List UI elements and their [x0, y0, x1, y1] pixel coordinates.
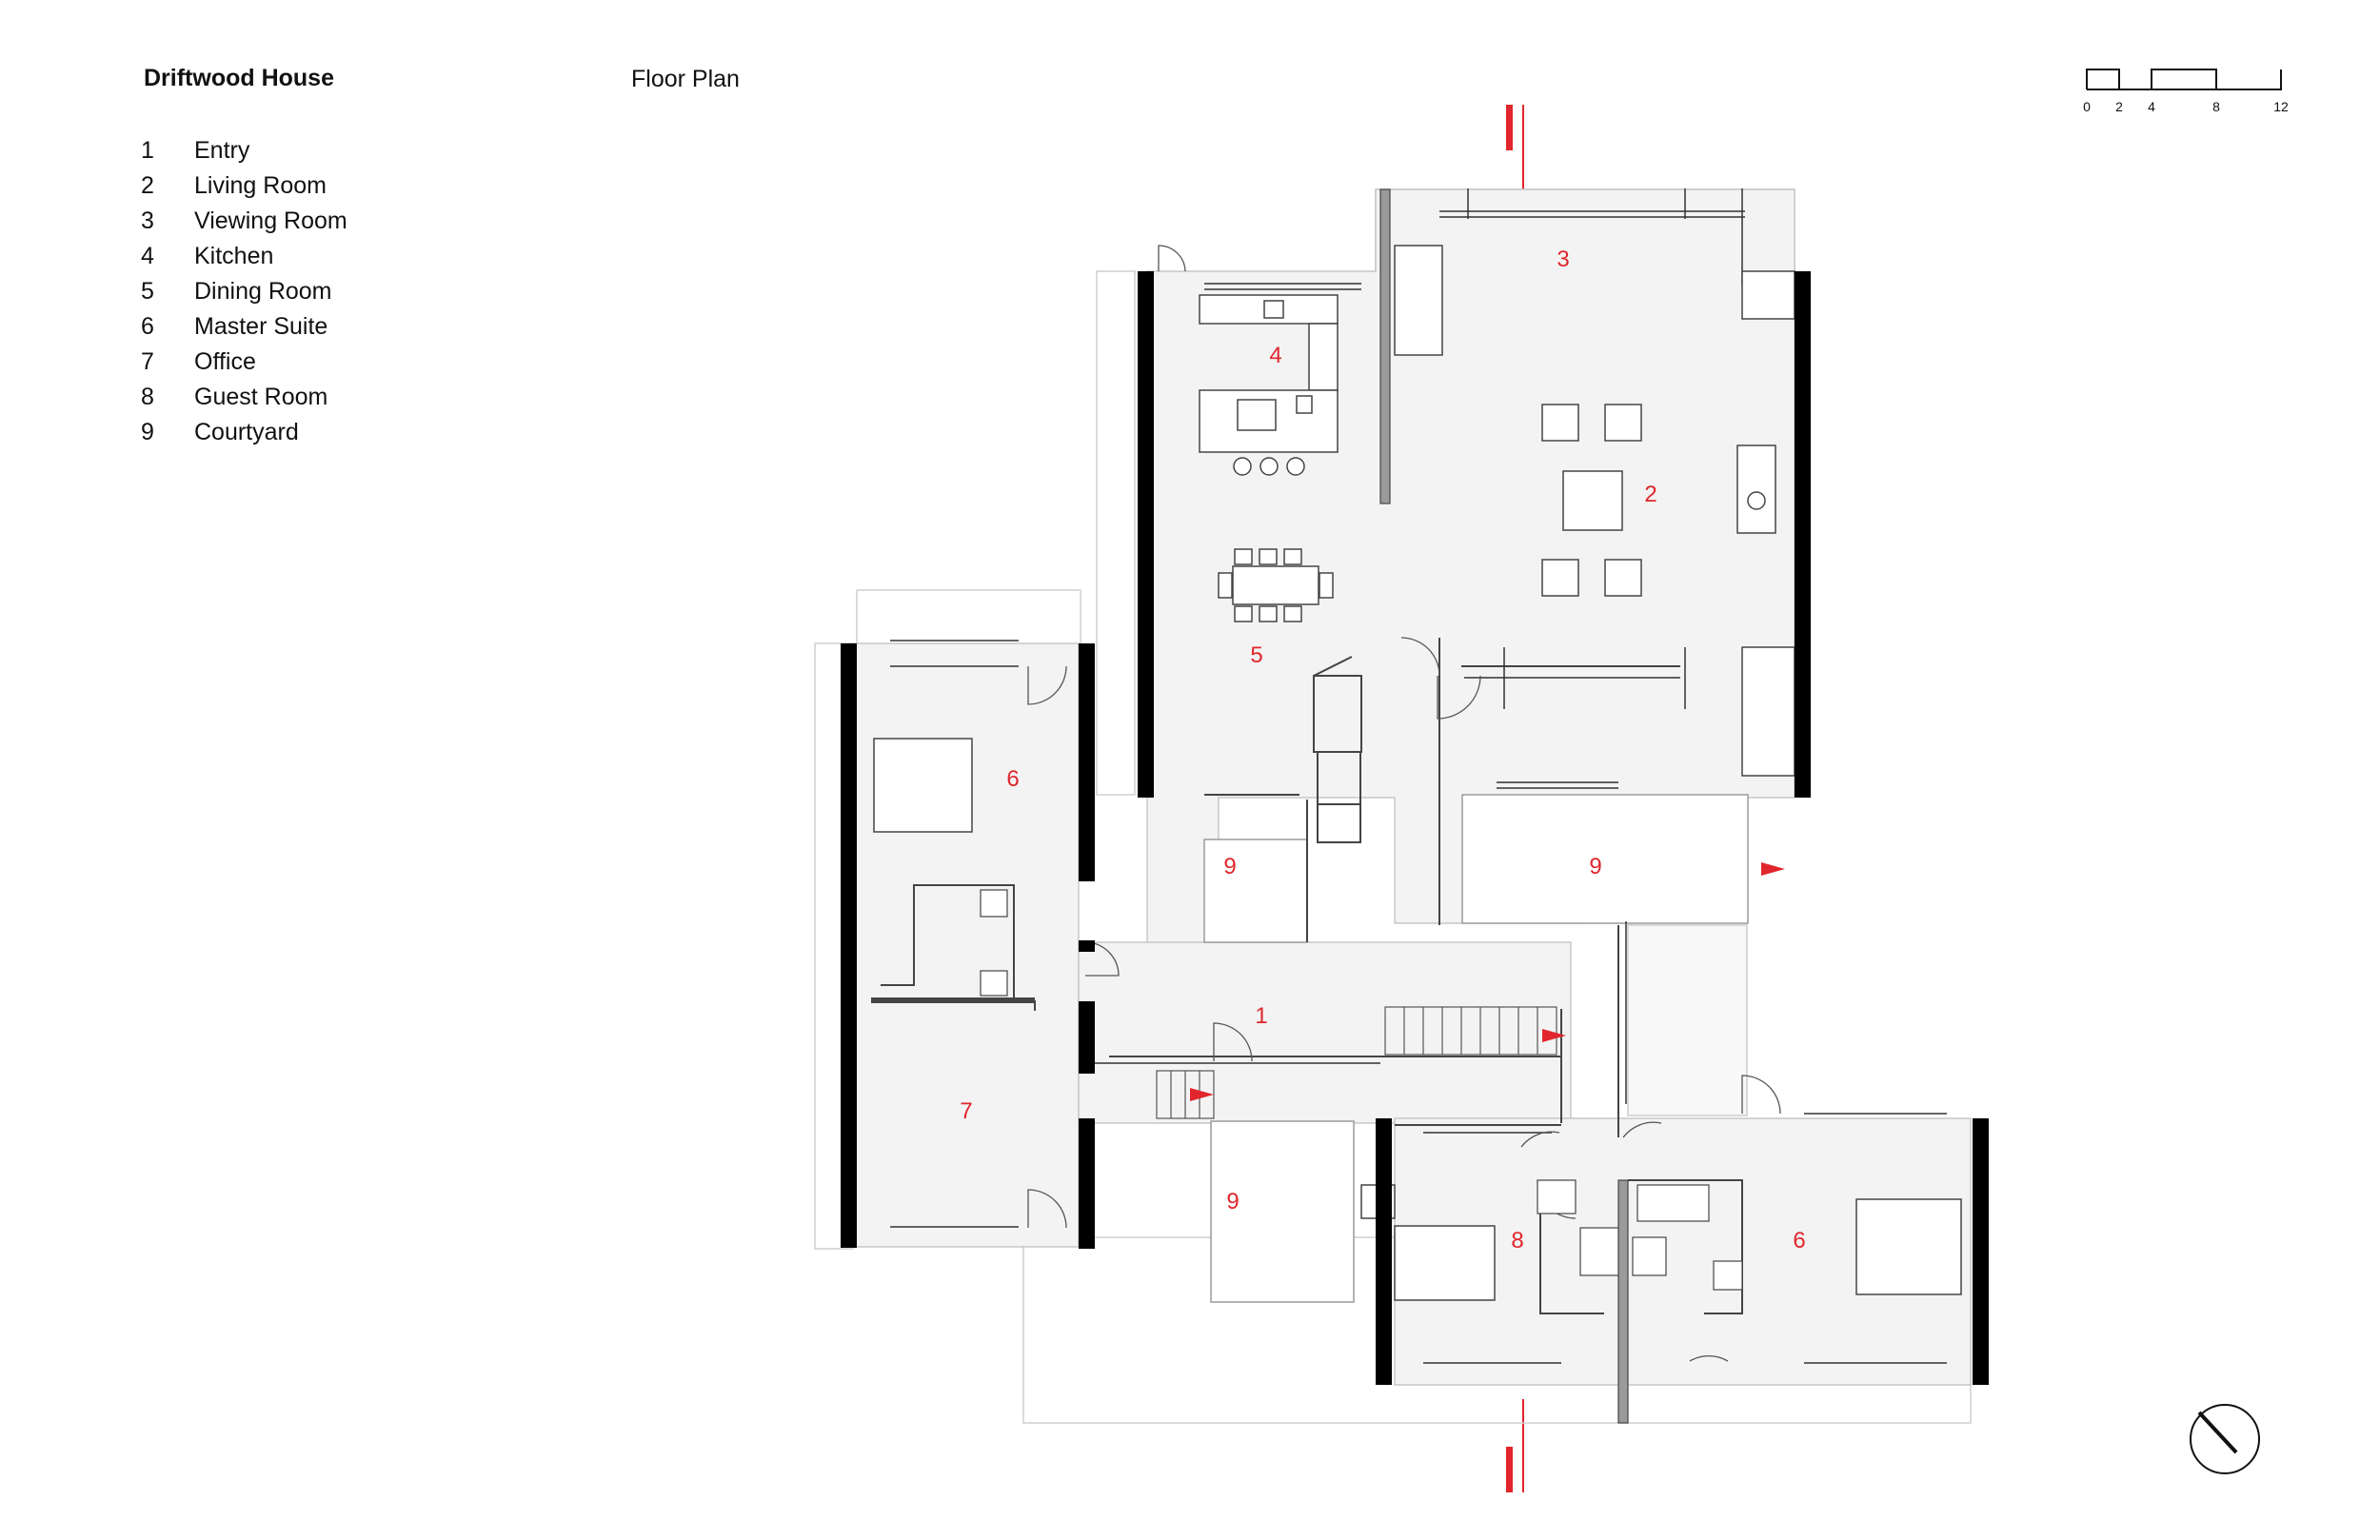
- room-tag-master-east: 6: [1793, 1228, 1805, 1254]
- living-furniture: [1394, 245, 1795, 777]
- legend-label: Guest Room: [194, 384, 328, 410]
- room-tags: 1 2 3 4 5 6 6 7 8 9 9 9: [960, 247, 1805, 1254]
- legend-number: 5: [141, 278, 154, 305]
- legend-label: Entry: [194, 137, 250, 164]
- courtyard-south: [1210, 1120, 1355, 1303]
- legend-number: 4: [141, 243, 154, 269]
- kitchen-fixtures: [1199, 294, 1339, 476]
- legend-label: Master Suite: [194, 313, 328, 340]
- legend-item: 9 Courtyard: [141, 415, 347, 450]
- room-tag-master-west: 6: [1006, 766, 1019, 792]
- legend-item: 2 Living Room: [141, 168, 347, 204]
- room-tag-living: 2: [1644, 482, 1656, 507]
- zone-entry: [1078, 941, 1572, 1124]
- north-arrow: [2190, 1404, 2260, 1474]
- board-walls: [1379, 188, 1629, 1424]
- room-tag-guest: 8: [1511, 1228, 1523, 1254]
- legend-item: 7 Office: [141, 345, 347, 380]
- room-legend: 1 Entry 2 Living Room 3 Viewing Room 4 Kitch…: [141, 133, 347, 450]
- legend-item: 1 Entry: [141, 133, 347, 168]
- scale-tick-label: 4: [2148, 99, 2155, 114]
- entry-arrows: [1190, 862, 1785, 1101]
- courtyard-link: [1627, 924, 1748, 1116]
- room-tag-office: 7: [960, 1098, 972, 1124]
- scale-tick-label: 0: [2083, 99, 2091, 114]
- legend-number: 1: [141, 137, 154, 164]
- scale-bar: [2086, 69, 2282, 90]
- legend-number: 3: [141, 207, 154, 234]
- glazing: [890, 188, 1947, 1364]
- legend-label: Viewing Room: [194, 207, 347, 234]
- bath-fixtures: [980, 889, 1743, 1291]
- scale-tick-label: 8: [2212, 99, 2220, 114]
- interior-partitions: [871, 638, 1743, 1314]
- courtyard-west: [1203, 839, 1308, 943]
- room-tag-courtyard-west: 9: [1223, 854, 1236, 879]
- room-tag-courtyard-south: 9: [1226, 1189, 1239, 1214]
- legend-label: Living Room: [194, 172, 327, 199]
- legend-label: Dining Room: [194, 278, 332, 305]
- scale-tick-label: 12: [2273, 99, 2289, 114]
- arrow-courtyard-east: [1761, 862, 1785, 876]
- section-marker-top: [1506, 105, 1513, 150]
- legend-label: Courtyard: [194, 419, 299, 445]
- bed-guest: [1394, 1225, 1496, 1301]
- structural-walls: [841, 271, 1989, 1385]
- section-marker-bottom: [1506, 1447, 1513, 1492]
- legend-label: Kitchen: [194, 243, 274, 269]
- courtyards: [1203, 794, 1749, 1303]
- legend-number: 6: [141, 313, 154, 340]
- room-tag-viewing: 3: [1557, 247, 1569, 272]
- legend-number: 8: [141, 384, 154, 410]
- room-tag-dining: 5: [1250, 642, 1262, 668]
- bed-master-east: [1855, 1198, 1962, 1295]
- section-cut-markers: [1506, 105, 1524, 1492]
- legend-number: 7: [141, 348, 154, 375]
- zone-west-wing: [849, 642, 1080, 1248]
- arrow-entry-stair: [1542, 1029, 1566, 1042]
- sheet-title: Floor Plan: [631, 66, 740, 92]
- scale-bar-ticks: 0 2 4 8 12: [2083, 99, 2289, 114]
- scale-tick-label: 2: [2115, 99, 2123, 114]
- project-title: Driftwood House: [144, 65, 334, 91]
- beds: [873, 738, 1962, 1301]
- room-tag-kitchen: 4: [1269, 343, 1281, 368]
- courtyard-east: [1461, 794, 1749, 924]
- bed-master-west: [873, 738, 973, 833]
- legend-label: Office: [194, 348, 256, 375]
- dining-table: [1218, 548, 1334, 622]
- legend-item: 8 Guest Room: [141, 380, 347, 415]
- room-tag-courtyard-east: 9: [1589, 854, 1601, 879]
- legend-item: 3 Viewing Room: [141, 204, 347, 239]
- legend-item: 6 Master Suite: [141, 309, 347, 345]
- legend-item: 4 Kitchen: [141, 239, 347, 274]
- legend-item: 5 Dining Room: [141, 274, 347, 309]
- legend-number: 2: [141, 172, 154, 199]
- arrow-entry-south: [1190, 1088, 1214, 1101]
- room-tag-entry: 1: [1255, 1003, 1267, 1029]
- legend-number: 9: [141, 419, 154, 445]
